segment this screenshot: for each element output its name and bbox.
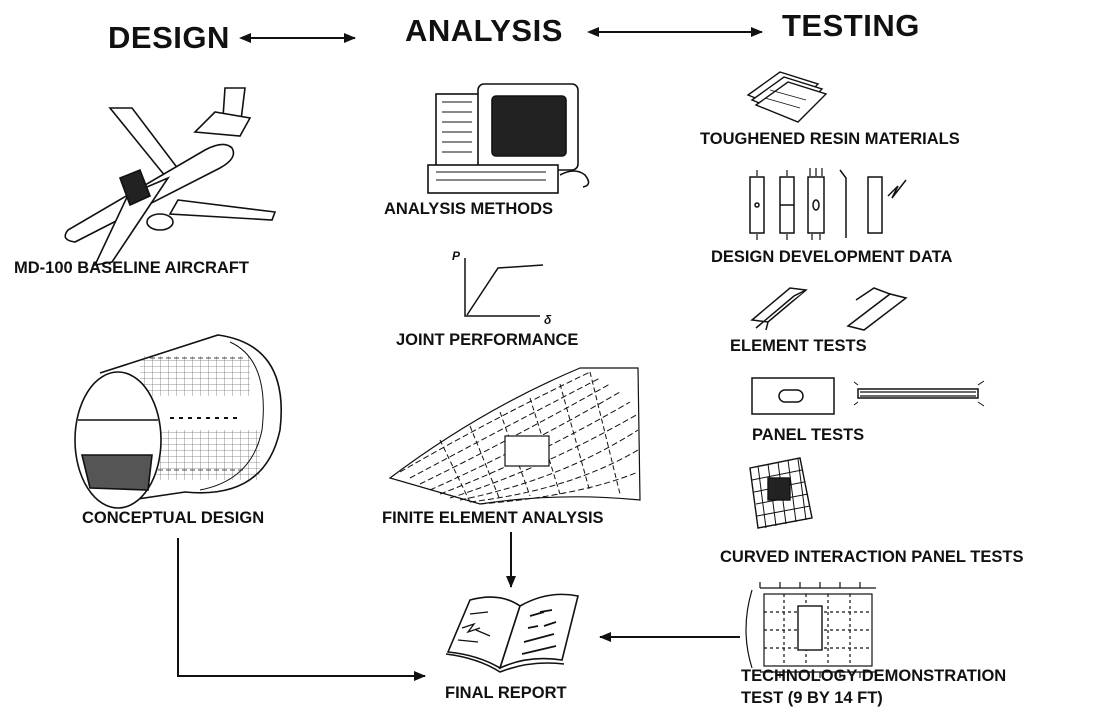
finite-element-mesh-icon: [388, 367, 641, 505]
demonstration-test-icon: [745, 582, 876, 678]
report-book-icon: [445, 593, 579, 673]
label-analysis-methods: ANALYSIS METHODS: [384, 200, 553, 218]
label-joint-performance: JOINT PERFORMANCE: [396, 331, 579, 349]
curved-panel-icon: [749, 457, 813, 529]
panel-specimen-icon: [751, 377, 985, 415]
label-final-report: FINAL REPORT: [445, 684, 567, 702]
stringer-elements-icon: [750, 287, 908, 331]
label-curved-interaction-panel-tests: CURVED INTERACTION PANEL TESTS: [720, 548, 1024, 566]
label-element-tests: ELEMENT TESTS: [730, 337, 867, 355]
computer-terminal-icon: [427, 83, 590, 194]
conceptual-fuselage-icon: [74, 334, 282, 509]
label-conceptual-design: CONCEPTUAL DESIGN: [82, 509, 265, 527]
graph-y-symbol: P: [452, 249, 461, 263]
graph-x-symbol: δ: [544, 313, 552, 327]
label-panel-tests: PANEL TESTS: [752, 426, 865, 444]
header-testing: TESTING: [782, 8, 920, 43]
label-finite-element-analysis: FINITE ELEMENT ANALYSIS: [382, 509, 604, 527]
label-technology-demonstration-line2: TEST (9 BY 14 FT): [741, 689, 883, 707]
aircraft-icon: [64, 87, 277, 267]
header-design: DESIGN: [108, 20, 230, 55]
label-baseline-aircraft: MD-100 BASELINE AIRCRAFT: [14, 259, 249, 277]
test-coupons-icon: [749, 168, 907, 240]
joint-performance-graph-icon: [464, 258, 544, 317]
header-analysis: ANALYSIS: [405, 13, 563, 48]
label-technology-demonstration-line1: TECHNOLOGY DEMONSTRATION: [741, 667, 1007, 685]
design-to-report-arrow: [177, 538, 426, 681]
label-toughened-resin: TOUGHENED RESIN MATERIALS: [700, 130, 960, 148]
label-design-development-data: DESIGN DEVELOPMENT DATA: [711, 248, 953, 266]
resin-sheets-icon: [746, 71, 828, 123]
